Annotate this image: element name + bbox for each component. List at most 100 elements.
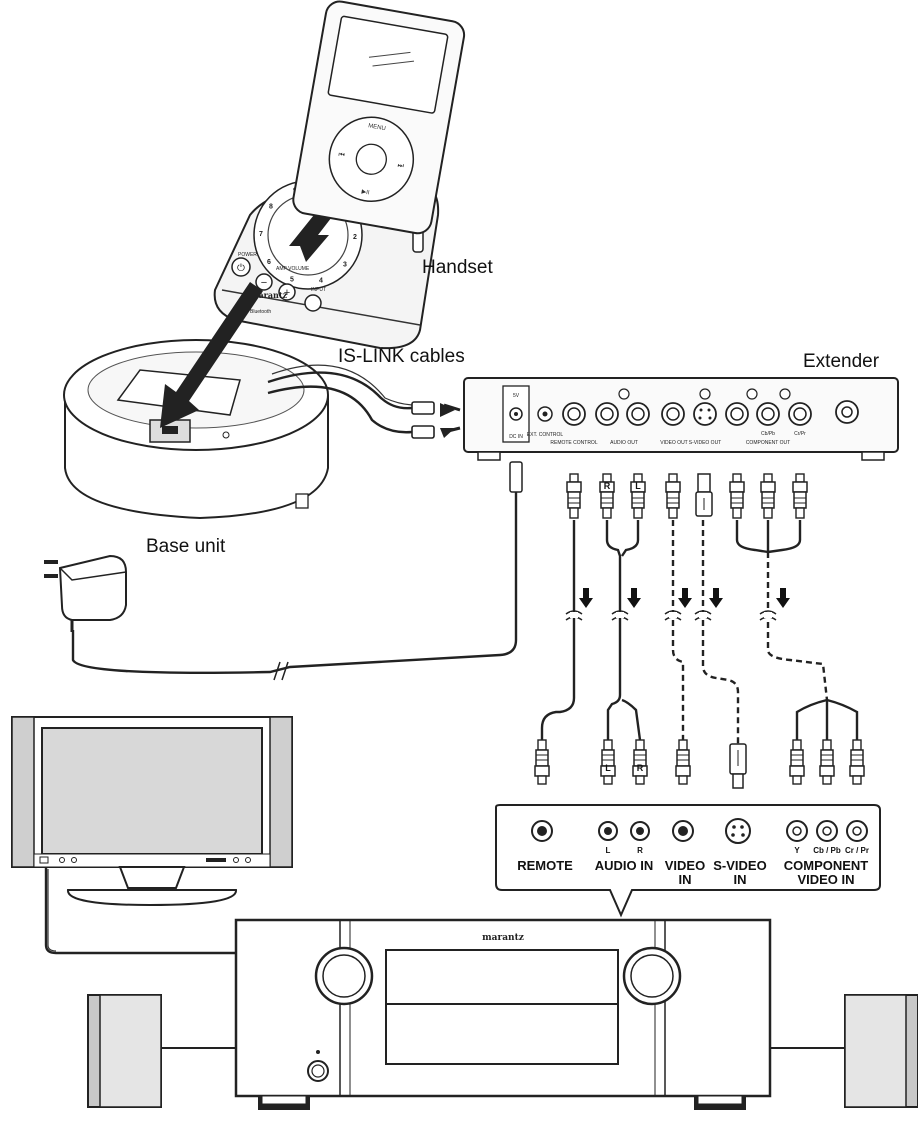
extender-jack-s-video (693, 402, 717, 426)
receiver-input-panel: L R Y Cb / Pb Cr / Pr REMOTE AUDIO IN VI… (495, 804, 881, 918)
tv-stand-base (67, 889, 237, 907)
power-icon: ⏻ (237, 263, 245, 274)
dial-number-6: 6 (267, 259, 271, 266)
down-arrow-icon (579, 588, 593, 608)
handset-label: Handset (422, 257, 493, 278)
audio-r-label: R (637, 846, 643, 855)
ipod: MENU ⏮ ⏭ ▶II (292, 0, 466, 235)
component-y-label: Y (794, 846, 800, 855)
plug-comp-cr-top (792, 473, 808, 519)
tv-stand-neck (118, 866, 186, 889)
video-in-label-2: IN (679, 872, 692, 887)
audio-in-label: AUDIO IN (595, 858, 654, 873)
plug-s-video-top (695, 473, 713, 517)
component-cr-label: Cr / Pr (845, 846, 869, 855)
speaker-left (87, 994, 162, 1108)
dial-number-4: 4 (319, 278, 323, 285)
extender-label: Extender (803, 351, 880, 372)
ext-cr-pr-label: Cr/Pr (794, 431, 806, 437)
ipod-prev-icon: ⏮ (338, 152, 345, 160)
dial-number-8: 8 (269, 204, 273, 211)
dc-cable (71, 462, 518, 674)
ac-adapter-body (58, 554, 127, 621)
dc-voltage-label: 5V (513, 393, 520, 399)
handset-brand-logo: marantz (250, 290, 288, 300)
s-video-in-jack (725, 818, 751, 844)
audio-l-label: L (606, 846, 611, 855)
s-video-in-label-1: S-VIDEO (713, 858, 766, 873)
dial-number-5: 5 (290, 277, 294, 284)
base-unit-label: Base unit (146, 536, 226, 557)
down-arrow-icon (776, 588, 790, 608)
ext-control-label: EXT. CONTROL (527, 432, 564, 438)
extender-plugs (566, 473, 808, 519)
plug-audio-l-top (630, 473, 646, 519)
remote-label: REMOTE (517, 858, 573, 873)
plug-audio-r-bottom (632, 739, 648, 785)
dial-number-7: 7 (259, 231, 263, 238)
component-cb-label: Cb / Pb (813, 846, 841, 855)
receiver-brand-logo: marantz (482, 933, 524, 943)
plug-mark-l-bottom: L (605, 763, 611, 773)
component-in-label-1: COMPONENT (784, 858, 869, 873)
tv-cable (44, 867, 236, 955)
plug-s-video-bottom (729, 743, 747, 789)
plug-mark-l-top: L (635, 481, 641, 491)
minus-label: − (261, 277, 267, 289)
television (11, 716, 293, 907)
video-out-label: VIDEO OUT (660, 440, 688, 446)
plug-comp-cr-bottom (849, 739, 865, 785)
plug-mark-r-top: R (604, 481, 611, 491)
down-arrow-icon (709, 588, 723, 608)
is-link-cables-label: IS-LINK cables (338, 346, 465, 367)
plug-video-bottom (675, 739, 691, 785)
receiver-display (385, 949, 619, 1005)
dock-arrow (160, 282, 263, 428)
dial-number-2: 2 (353, 234, 357, 241)
plug-audio-r-top (599, 473, 615, 519)
av-receiver: marantz (234, 918, 772, 1110)
amp-volume-label: AMP VOLUME (276, 266, 310, 272)
signal-cables (540, 520, 859, 744)
dial-number-3: 3 (343, 261, 347, 268)
base-dc-jack-icon (295, 493, 309, 509)
tv-screen (41, 727, 263, 855)
video-in-label-1: VIDEO (665, 858, 705, 873)
s-video-in-label-2: IN (734, 872, 747, 887)
dc-in-label: DC IN (509, 434, 523, 440)
ext-cb-pb-label: Cb/Pb (761, 431, 775, 437)
s-video-out-label: S-VIDEO OUT (689, 440, 722, 446)
component-out-label: COMPONENT OUT (746, 440, 790, 446)
ipod-menu-label: MENU (368, 123, 386, 132)
plug-comp-y-bottom (789, 739, 805, 785)
volume-down-button[interactable] (255, 273, 273, 291)
remote-control-label: REMOTE CONTROL (550, 440, 597, 446)
plug-comp-cb-bottom (819, 739, 835, 785)
input-label: INPUT (311, 287, 326, 293)
plug-mark-r-bottom: R (637, 763, 644, 773)
extender: 5V DC IN EXT. CONTROL REMOTE CONTROL AUD… (463, 377, 899, 461)
ac-adapter (44, 554, 127, 632)
dc-plug (509, 461, 523, 493)
power-label: POWER (238, 252, 257, 258)
component-in-label-2: VIDEO IN (797, 872, 854, 887)
ipod-play-icon: ▶II (361, 189, 370, 196)
is-link-cables (267, 364, 461, 439)
base-unit (63, 282, 329, 520)
plug-video-top (665, 473, 681, 519)
bluetooth-label: Bluetooth (250, 309, 271, 315)
ipod-next-icon: ⏭ (397, 162, 405, 170)
plus-label: + (284, 287, 290, 299)
power-button[interactable] (231, 257, 251, 277)
speaker-right (844, 994, 918, 1108)
plug-remote-top (566, 473, 582, 519)
down-arrow-icon (627, 588, 641, 608)
volume-up-button[interactable] (278, 283, 296, 301)
audio-out-label: AUDIO OUT (610, 440, 638, 446)
callout-box (495, 804, 881, 918)
receiver-door (385, 1003, 619, 1065)
receiver-plugs (534, 739, 865, 789)
ipod-center-button[interactable] (354, 142, 389, 177)
input-button[interactable] (304, 294, 322, 312)
